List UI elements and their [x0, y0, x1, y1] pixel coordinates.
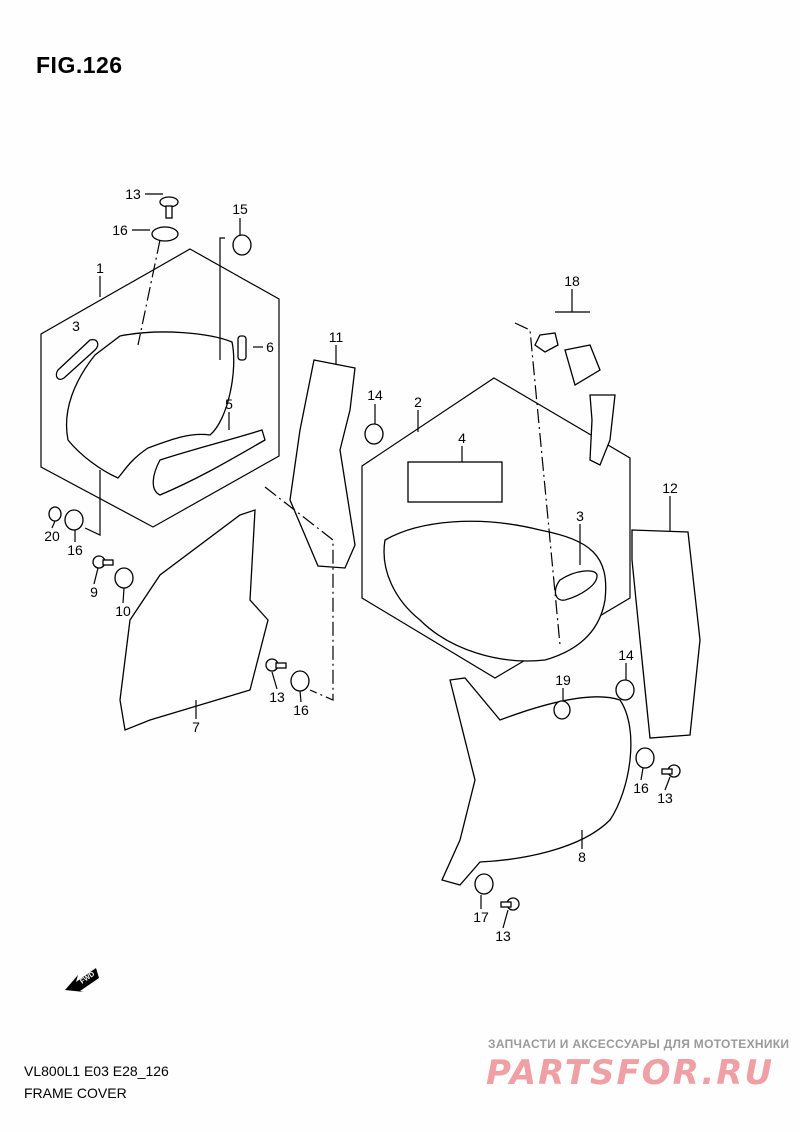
callout: 13 [495, 928, 511, 944]
bracket-11 [289, 359, 356, 569]
grommets [48, 226, 655, 895]
callout: 16 [67, 542, 83, 558]
fwd-arrow-icon: FWD [65, 968, 99, 992]
leader-lines [51, 193, 671, 929]
callout: 7 [192, 719, 200, 735]
plate-5 [152, 429, 266, 496]
callout: 13 [657, 790, 673, 806]
callout: 8 [578, 849, 586, 865]
section-name: FRAME COVER [24, 1085, 127, 1101]
assembly-outline-1 [40, 248, 280, 528]
figure-title: FIG.126 [36, 52, 123, 78]
frame-cover-right [383, 520, 607, 662]
callout: 14 [618, 647, 634, 663]
callout: 16 [293, 702, 309, 718]
callout: 19 [555, 672, 571, 688]
callout: 6 [266, 339, 274, 355]
label-4 [407, 461, 503, 503]
callout: 10 [115, 603, 131, 619]
assembly-outline-2 [361, 377, 631, 679]
callout: 5 [225, 396, 233, 412]
watermark-subtitle: ЗАПЧАСТИ И АКСЕССУАРЫ ДЛЯ МОТОТЕХНИКИ [488, 1037, 790, 1051]
callout: 11 [329, 329, 344, 345]
callout: 13 [125, 186, 141, 202]
frame-cover-7 [119, 509, 269, 731]
callout: 12 [662, 480, 678, 496]
pin-6 [237, 335, 247, 361]
callout: 20 [44, 528, 60, 544]
callout: 9 [90, 584, 98, 600]
model-code: VL800L1 E03 E28_126 [24, 1063, 169, 1079]
callout: 1 [96, 260, 104, 276]
callout: 16 [633, 780, 649, 796]
bolts [92, 196, 681, 911]
callout: 2 [414, 394, 422, 410]
frame-cover-8 [441, 677, 632, 886]
emblem-3 [55, 339, 99, 380]
callout: 15 [232, 201, 248, 217]
bracket-12 [631, 529, 701, 739]
callout: 13 [269, 689, 285, 705]
frame-cover-left [65, 331, 235, 479]
nut-18 [534, 332, 559, 353]
callout: 16 [112, 222, 128, 238]
lock-cylinder-18 [564, 344, 601, 386]
callout: 3 [72, 318, 80, 334]
callout: 17 [473, 909, 489, 925]
watermark-logo: PARTSFOR.RU [486, 1053, 775, 1093]
callout: 4 [458, 430, 466, 446]
key-18 [589, 394, 616, 466]
callout: 18 [564, 273, 580, 289]
callout: 3 [576, 508, 584, 524]
callout: 14 [367, 387, 383, 403]
callout-numbers: 13 16 15 1 3 6 5 11 14 2 4 18 3 12 20 16… [44, 186, 678, 944]
